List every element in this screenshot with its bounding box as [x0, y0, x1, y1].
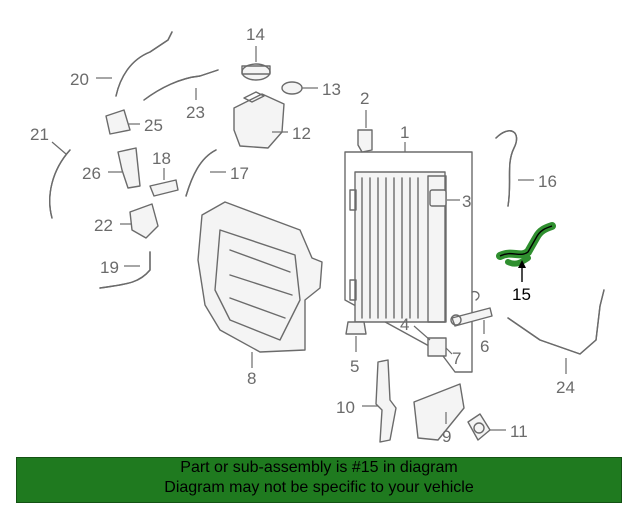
callout-3: 3	[462, 192, 471, 211]
callout-24: 24	[556, 378, 575, 397]
callout-25: 25	[144, 116, 163, 135]
grommet-part-5[interactable]	[345, 321, 367, 352]
clip-part-11[interactable]	[467, 413, 506, 441]
hose-part-15-highlighted[interactable]	[496, 222, 556, 282]
callout-20: 20	[70, 70, 89, 89]
callout-22: 22	[94, 216, 113, 235]
callout-2: 2	[360, 89, 369, 108]
callout-8: 8	[247, 369, 256, 388]
mount-part-25[interactable]	[105, 109, 140, 135]
cap-part-3[interactable]	[429, 189, 460, 207]
expansion-tank-part-12[interactable]	[233, 91, 288, 149]
callout-17: 17	[230, 164, 249, 183]
callout-4: 4	[400, 315, 409, 334]
bracket-part-7[interactable]	[413, 325, 453, 357]
callout-14: 14	[246, 25, 265, 44]
callout-15: 15	[512, 285, 531, 304]
callout-7: 7	[452, 349, 461, 368]
parts-diagram: 1 2 3 4 5 6 7 8 9 10 11 12 13 14 15 16 1…	[30, 25, 605, 446]
callout-9: 9	[442, 427, 451, 446]
drain-plug-part-6[interactable]	[450, 290, 493, 334]
deflector-part-9[interactable]	[413, 383, 465, 441]
bracket-part-26[interactable]	[108, 147, 141, 189]
banner-line-2: Diagram may not be specific to your vehi…	[164, 479, 474, 496]
fitting-part-18[interactable]	[149, 168, 179, 197]
hose-part-17[interactable]	[185, 149, 226, 197]
notice-banner: Part or sub-assembly is #15 in diagram D…	[16, 457, 622, 503]
hose-part-16[interactable]	[495, 130, 534, 207]
clip-part-2[interactable]	[357, 110, 373, 153]
callout-19: 19	[100, 258, 119, 277]
line-part-23[interactable]	[143, 69, 219, 101]
callout-12: 12	[292, 124, 311, 143]
callout-21: 21	[30, 125, 49, 144]
callout-13: 13	[322, 80, 341, 99]
hose-part-21[interactable]	[49, 141, 71, 219]
housing-part-22[interactable]	[120, 203, 159, 239]
radiator-group-outline	[344, 151, 473, 373]
callout-11: 11	[510, 422, 528, 441]
callout-10: 10	[336, 398, 355, 417]
pipe-part-19[interactable]	[99, 251, 151, 289]
callout-18: 18	[152, 149, 171, 168]
pipe-part-20[interactable]	[96, 31, 173, 97]
callout-23: 23	[186, 103, 205, 122]
callout-26: 26	[82, 164, 101, 183]
shroud-part-8[interactable]	[197, 201, 323, 368]
bracket-part-10[interactable]	[362, 359, 397, 443]
callout-1: 1	[400, 123, 409, 142]
callout-6: 6	[480, 337, 489, 356]
banner-line-1: Part or sub-assembly is #15 in diagram	[180, 459, 458, 476]
callout-16: 16	[538, 172, 557, 191]
cap-part-13[interactable]	[281, 81, 318, 95]
pipe-part-24[interactable]	[507, 289, 605, 374]
cap-part-14[interactable]	[241, 46, 271, 81]
callout-5: 5	[350, 357, 359, 376]
